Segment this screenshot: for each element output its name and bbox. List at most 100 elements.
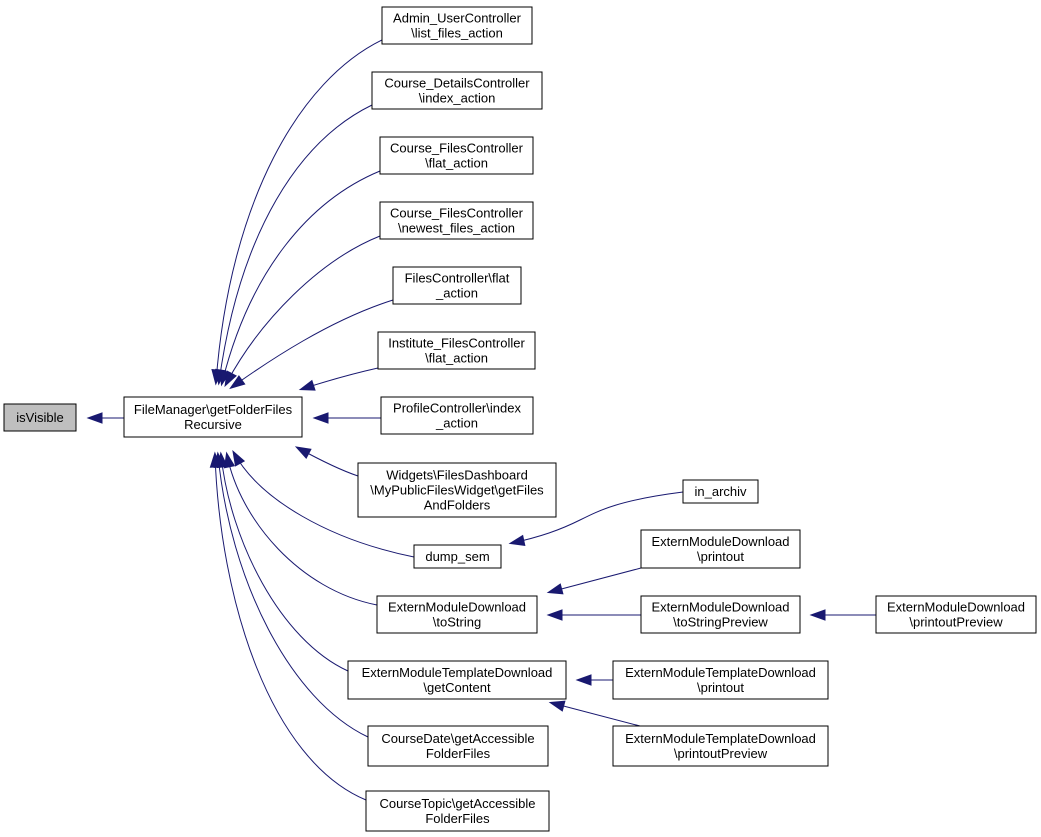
node-emd_printout[interactable]: ExternModuleDownload\printout: [640, 529, 801, 569]
node-label: Admin_UserController: [393, 11, 522, 26]
node-course_files_flat[interactable]: Course_FilesController\flat_action: [379, 136, 534, 175]
node-box: [640, 529, 801, 569]
node-label: in_archiv: [694, 484, 747, 499]
node-box: [367, 725, 549, 767]
arrowhead: [508, 534, 526, 546]
node-label: \printout: [697, 680, 744, 695]
node-box: [357, 462, 557, 518]
node-label: isVisible: [16, 410, 63, 425]
node-label: \list_files_action: [411, 26, 503, 41]
edge-emtd_getcontent-to-getFolderFilesRecursive: [220, 454, 349, 672]
node-box: [123, 396, 303, 438]
node-layer: isVisible FileManager\getFolderFilesRecur…: [3, 6, 1037, 832]
node-box: [377, 331, 536, 370]
node-files_flat[interactable]: FilesController\flat_action: [392, 266, 522, 305]
node-label: \getContent: [423, 680, 491, 695]
node-box: [640, 595, 801, 634]
node-label: \newest_files_action: [398, 221, 515, 236]
node-label: _action: [435, 286, 478, 301]
node-box: [3, 403, 77, 432]
arrowhead: [294, 446, 312, 459]
node-emd_tostringpreview[interactable]: ExternModuleDownload\toStringPreview: [640, 595, 801, 634]
node-label: ExternModuleDownload: [887, 600, 1025, 615]
node-profile_index[interactable]: ProfileController\index_action: [380, 396, 534, 435]
node-label: ExternModuleTemplateDownload: [625, 731, 816, 746]
node-label: \flat_action: [425, 351, 488, 366]
node-label: ProfileController\index: [393, 401, 521, 416]
node-label: \toString: [433, 615, 481, 630]
node-admin_list_files[interactable]: Admin_UserController\list_files_action: [381, 6, 533, 45]
node-course_files_newest[interactable]: Course_FilesController\newest_files_acti…: [379, 201, 534, 240]
node-label: Course_DetailsController: [384, 76, 530, 91]
node-box: [365, 790, 550, 832]
node-label: ExternModuleDownload: [651, 600, 789, 615]
node-label: \flat_action: [425, 156, 488, 171]
node-label: \toStringPreview: [673, 615, 768, 630]
node-label: FilesController\flat: [405, 271, 510, 286]
node-box: [379, 136, 534, 175]
node-box: [875, 595, 1037, 634]
node-emtd_getcontent[interactable]: ExternModuleTemplateDownload\getContent: [347, 660, 567, 700]
node-label: AndFolders: [424, 498, 491, 513]
node-label: Course_FilesController: [390, 206, 524, 221]
edge-coursedate_accessible-to-getFolderFilesRecursive: [217, 454, 369, 738]
node-isVisible[interactable]: isVisible: [3, 403, 77, 432]
node-label: Widgets\FilesDashboard: [386, 468, 528, 483]
node-institute_files_flat[interactable]: Institute_FilesController\flat_action: [377, 331, 536, 370]
node-box: [381, 6, 533, 45]
arrowhead: [546, 609, 563, 621]
node-label: dump_sem: [425, 549, 489, 564]
node-dump_sem[interactable]: dump_sem: [413, 544, 502, 569]
node-box: [682, 479, 759, 504]
node-box: [612, 660, 829, 700]
arrowhead: [312, 412, 329, 424]
node-emtd_printout[interactable]: ExternModuleTemplateDownload\printout: [612, 660, 829, 700]
node-emd_printoutpreview[interactable]: ExternModuleDownload\printoutPreview: [875, 595, 1037, 634]
arrowhead: [223, 451, 236, 469]
node-box: [380, 396, 534, 435]
node-box: [413, 544, 502, 569]
node-label: FileManager\getFolderFiles: [134, 402, 293, 417]
edge-emd_tostring-to-getFolderFilesRecursive: [226, 454, 378, 606]
node-in_archiv[interactable]: in_archiv: [682, 479, 759, 504]
arrowhead: [224, 370, 237, 388]
node-box: [392, 266, 522, 305]
node-label: CourseDate\getAccessible: [381, 731, 534, 746]
node-label: \index_action: [419, 91, 496, 106]
edge-files_flat-to-getFolderFilesRecursive: [231, 299, 394, 388]
node-label: ExternModuleDownload: [388, 600, 526, 615]
arrowhead: [546, 583, 564, 595]
arrowhead: [548, 700, 566, 712]
node-label: \printoutPreview: [674, 746, 768, 761]
node-box: [371, 71, 543, 110]
node-label: \printoutPreview: [909, 615, 1003, 630]
node-label: ExternModuleTemplateDownload: [362, 665, 553, 680]
node-widgets_getfiles[interactable]: Widgets\FilesDashboard\MyPublicFilesWidg…: [357, 462, 557, 518]
node-label: FolderFiles: [425, 811, 490, 826]
edge-course_files_flat-to-getFolderFilesRecursive: [221, 170, 381, 384]
arrowhead: [232, 450, 246, 467]
edge-coursetopic_accessible-to-getFolderFilesRecursive: [214, 454, 367, 801]
edge-admin_list_files-to-getFolderFilesRecursive: [215, 39, 383, 383]
arrowhead: [809, 609, 826, 621]
node-emd_tostring[interactable]: ExternModuleDownload\toString: [376, 595, 538, 634]
node-label: Recursive: [184, 417, 242, 432]
node-label: \MyPublicFilesWidget\getFiles: [370, 483, 544, 498]
edge-emd_printout-to-emd_tostring: [549, 567, 642, 593]
node-box: [379, 201, 534, 240]
edge-course_details_index-to-getFolderFilesRecursive: [218, 104, 373, 383]
edge-course_files_newest-to-getFolderFilesRecursive: [225, 235, 381, 385]
node-emtd_printoutpreview[interactable]: ExternModuleTemplateDownload\printoutPre…: [612, 725, 829, 767]
node-label: ExternModuleDownload: [651, 534, 789, 549]
edge-dump_sem-to-getFolderFilesRecursive: [233, 452, 415, 558]
node-box: [376, 595, 538, 634]
node-course_details_index[interactable]: Course_DetailsController\index_action: [371, 71, 543, 110]
node-box: [612, 725, 829, 767]
node-label: ExternModuleTemplateDownload: [625, 665, 816, 680]
arrowhead: [86, 412, 103, 424]
arrowhead: [298, 379, 316, 391]
